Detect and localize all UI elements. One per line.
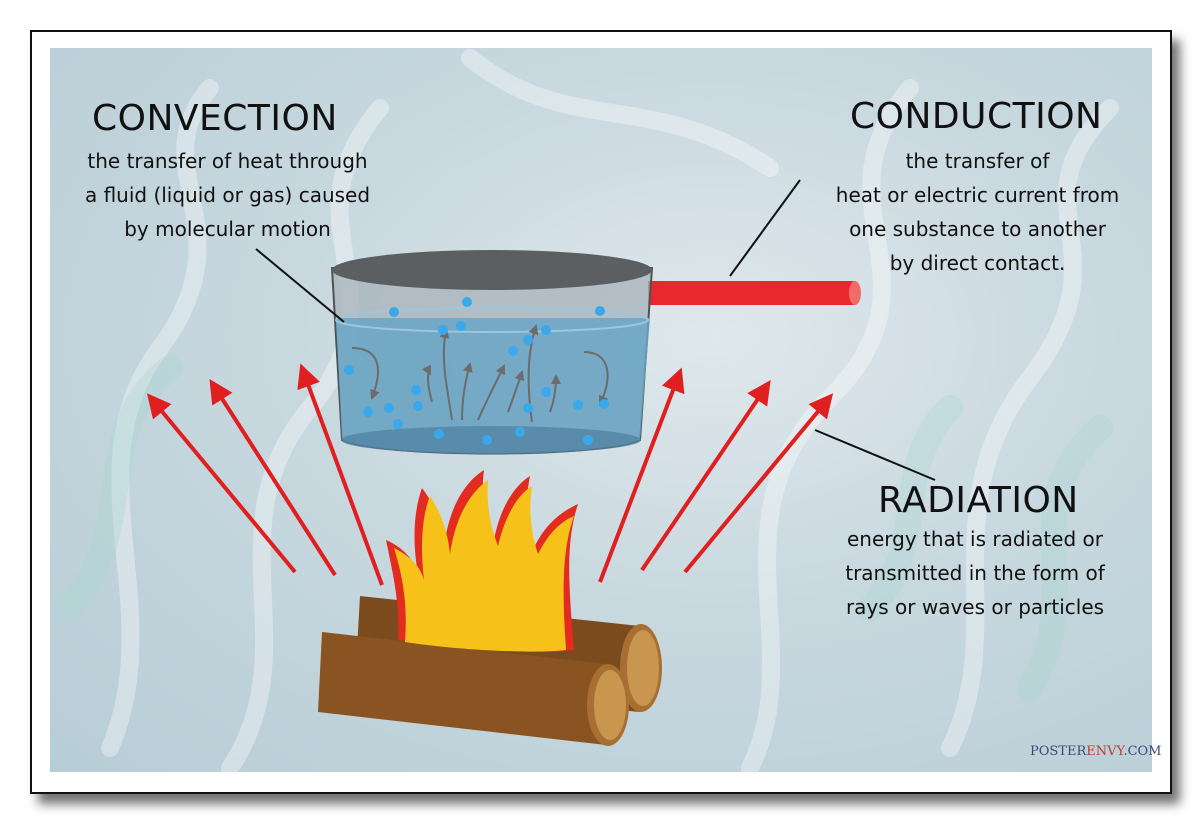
brand-logo: POSTERENVY.COM <box>1030 744 1162 759</box>
water-molecules <box>344 297 609 445</box>
convection-line: a fluid (liquid or gas) caused <box>84 183 371 207</box>
radiation-line: transmitted in the form of <box>845 561 1105 585</box>
convection-current-arrows <box>351 324 609 423</box>
radiation-line: energy that is radiated or <box>847 527 1103 551</box>
pointer-lines <box>255 179 936 481</box>
convection-heading: CONVECTION <box>92 98 338 139</box>
conduction-line: heat or electric current from <box>835 183 1120 207</box>
convection-line: by molecular motion <box>124 217 331 241</box>
radiation-arrows <box>146 363 834 586</box>
conduction-line: one substance to another <box>849 217 1106 241</box>
brand-prefix: POSTER <box>1030 744 1087 759</box>
fire-flames <box>386 470 578 653</box>
convection-line: the transfer of heat through <box>87 149 368 173</box>
conduction-heading: CONDUCTION <box>850 96 1103 137</box>
radiation-heading: RADIATION <box>878 480 1079 521</box>
radiation-line: rays or waves or particles <box>845 595 1105 619</box>
conduction-description: the transfer of heat or electric current… <box>805 144 1150 280</box>
convection-description: the transfer of heat through a fluid (li… <box>50 144 405 246</box>
cooking-pot <box>330 250 861 455</box>
radiation-description: energy that is radiated or transmitted i… <box>815 522 1135 624</box>
brand-accent: ENVY <box>1086 744 1124 759</box>
conduction-line: the transfer of <box>905 149 1050 173</box>
conduction-line: by direct contact. <box>889 251 1066 275</box>
brand-suffix: .COM <box>1123 744 1162 759</box>
